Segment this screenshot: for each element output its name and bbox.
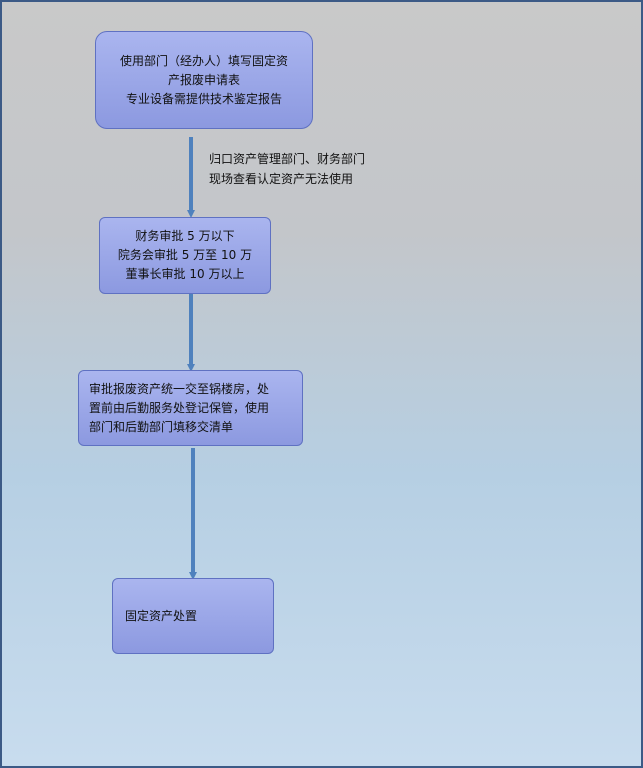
step-approval-line-1: 财务审批 5 万以下 [135,229,235,243]
step-approval-line-2: 院务会审批 5 万至 10 万 [117,248,253,262]
step-approval-box: 财务审批 5 万以下 院务会审批 5 万至 10 万 董事长审批 10 万以上 [99,217,271,294]
inspection-note-line-1: 归口资产管理部门、财务部门 [209,152,366,166]
step-approval-line-3: 董事长审批 10 万以上 [125,267,245,281]
step-apply-line-1: 使用部门（经办人）填写固定资 [119,53,288,68]
step-handover-line-3: 部门和后勤部门填移交清单 [89,419,234,434]
step-apply-box: 使用部门（经办人）填写固定资 产报废申请表 专业设备需提供技术鉴定报告 [95,31,313,129]
step-handover-box: 审批报废资产统一交至锅楼房，处 置前由后勤服务处登记保管，使用 部门和后勤部门填… [78,370,303,446]
inspection-note: 归口资产管理部门、财务部门 现场查看认定资产无法使用 [209,149,365,189]
inspection-note-line-2: 现场查看认定资产无法使用 [209,172,354,186]
step-handover-line-2: 置前由后勤服务处登记保管，使用 [89,400,270,415]
step-disposal-box: 固定资产处置 [112,578,274,654]
step-handover-line-1: 审批报废资产统一交至锅楼房，处 [89,381,270,396]
step-apply-line-3: 专业设备需提供技术鉴定报告 [125,91,282,106]
step-apply-line-2: 产报废申请表 [167,72,240,87]
step-disposal-line-1: 固定资产处置 [125,608,198,623]
